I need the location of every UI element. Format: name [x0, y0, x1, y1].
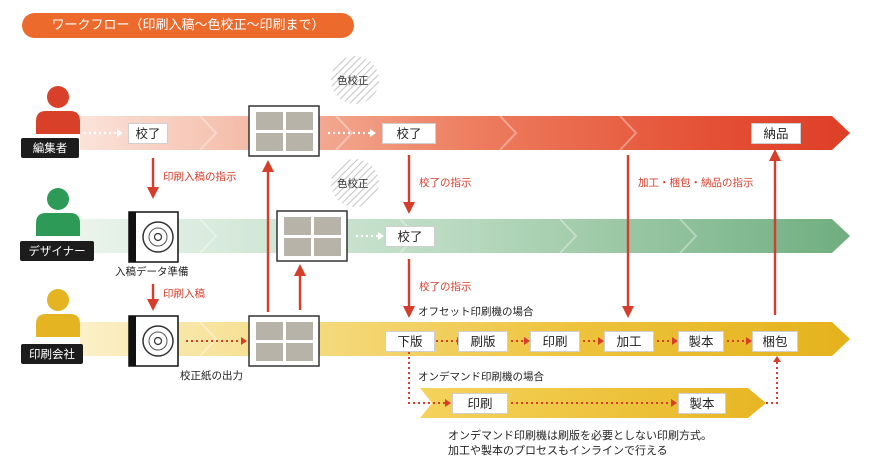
label-finish-instruction: 加工・梱包・納品の指示 — [638, 177, 754, 189]
cd-disc-icon — [128, 315, 179, 367]
step-ondemand-1: 印刷 — [452, 393, 508, 414]
arrow-icon — [117, 129, 384, 240]
proof-sheet-icon — [248, 315, 320, 367]
step-editor-proof-2: 校了 — [382, 123, 436, 144]
label-proof-instruction-2: 校了の指示 — [419, 281, 472, 293]
person-icon-printer — [36, 289, 80, 337]
color-proof-label: 色校正 — [337, 75, 369, 87]
label-submit-prep: 入稿データ準備 — [115, 266, 189, 278]
label-proof-instruction-1: 校了の指示 — [419, 177, 472, 189]
label-proof-output: 校正紙の出力 — [180, 370, 243, 382]
label-submit: 印刷入稿 — [163, 288, 205, 300]
proof-sheet-icon — [248, 105, 320, 157]
role-label-editor: 編集者 — [21, 138, 79, 158]
person-icon-editor — [36, 86, 80, 134]
proof-sheet-icon — [276, 210, 348, 262]
designer-lane-band — [80, 219, 850, 253]
step-delivery: 納品 — [751, 123, 801, 144]
step-offset-2: 刷版 — [458, 331, 508, 352]
label-offset-case: オフセット印刷機の場合 — [418, 306, 534, 318]
label-submit-instruction: 印刷入稿の指示 — [163, 171, 237, 183]
label-ondemand-case: オンデマンド印刷機の場合 — [418, 371, 544, 383]
step-designer-proof: 校了 — [385, 226, 435, 247]
role-label-designer: デザイナー — [20, 241, 94, 261]
step-offset-3: 印刷 — [530, 331, 580, 352]
step-editor-proof-1: 校了 — [128, 123, 168, 144]
color-proof-circle — [331, 56, 379, 104]
arrow-icon — [241, 337, 781, 407]
color-proof-circle — [331, 159, 379, 207]
note-line-2: 加工や製本のプロセスもインラインで行える — [448, 444, 668, 457]
page-title: ワークフロー（印刷入稿〜色校正〜印刷まで） — [22, 13, 354, 38]
solid-red-arrows — [147, 149, 781, 318]
step-offset-6: 梱包 — [752, 331, 798, 352]
dotted-white-arrows — [84, 131, 378, 238]
editor-lane-band — [80, 116, 850, 150]
role-label-printer: 印刷会社 — [21, 344, 83, 364]
cd-disc-icon — [128, 211, 179, 263]
band-chevrons — [199, 115, 698, 357]
color-proof-label: 色校正 — [337, 178, 369, 190]
dotted-red-arrows — [186, 340, 778, 404]
step-ondemand-2: 製本 — [678, 393, 726, 414]
note-line-1: オンデマンド印刷機は刷版を必要としない印刷方式。 — [448, 429, 712, 442]
step-offset-1: 下版 — [385, 331, 435, 352]
person-icon-designer — [36, 188, 80, 236]
step-offset-4: 加工 — [604, 331, 654, 352]
step-offset-5: 製本 — [678, 331, 724, 352]
